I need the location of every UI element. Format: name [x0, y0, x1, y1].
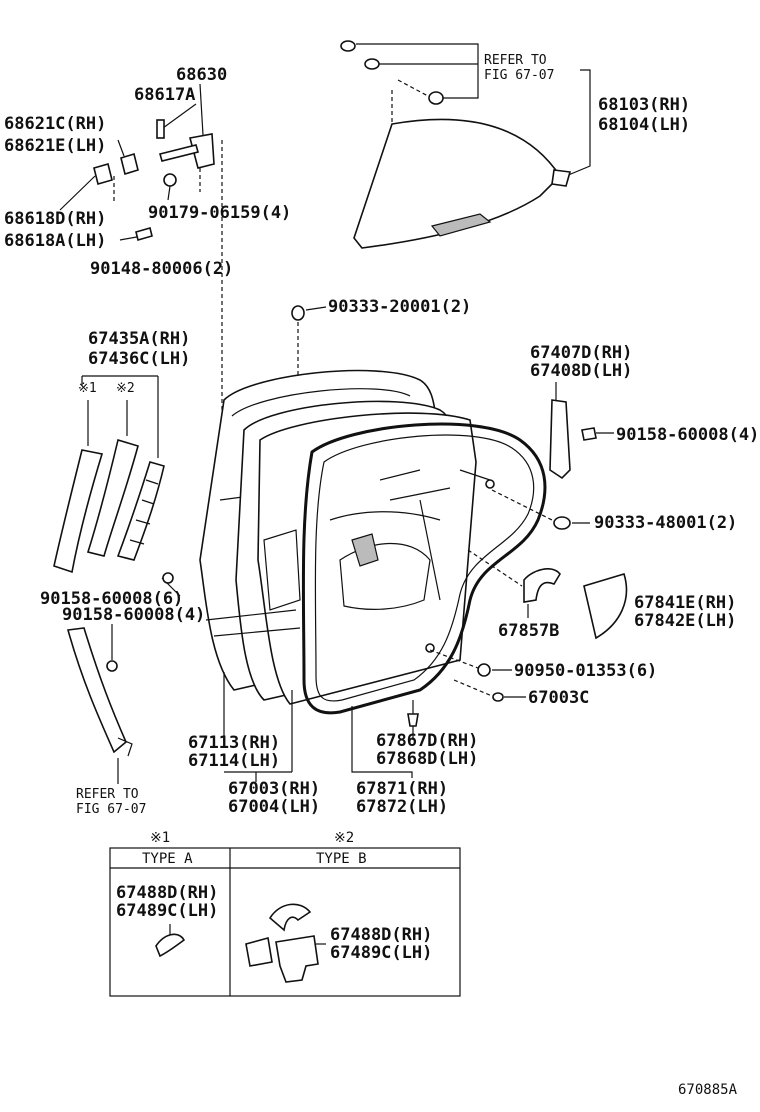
- table-b-rh: 67488D(RH): [330, 925, 432, 945]
- door-assembly-group: [199, 369, 547, 715]
- label-67841E: 67841E(RH): [634, 593, 736, 613]
- label-67003: 67003(RH): [228, 779, 320, 799]
- label-fig-67-07-top: FIG 67-07: [484, 68, 554, 83]
- table-a-lh: 67489C(LH): [116, 901, 218, 921]
- door-check-hinge: [189, 133, 215, 169]
- label-68618D: 68618D(RH): [4, 209, 106, 229]
- label-67867D: 67867D(RH): [376, 731, 478, 751]
- label-mark1: ※1: [78, 381, 97, 396]
- type-b-clip-left: [245, 936, 273, 967]
- label-67868D: 67868D(LH): [376, 749, 478, 769]
- label-67408D: 67408D(LH): [530, 361, 632, 381]
- glass-clip: [551, 169, 572, 187]
- weatherstrip-type-table: ※1 ※2 TYPE A TYPE B 67488D(RH) 67489C(LH…: [109, 830, 461, 997]
- label-67114: 67114(LH): [188, 751, 280, 771]
- label-68618A: 68618A(LH): [4, 231, 106, 251]
- label-90179: 90179-06159(4): [148, 203, 291, 223]
- hole-plug-lower: [553, 516, 571, 530]
- clip-90950: [477, 663, 491, 677]
- door-hinge-group: 68630 68617A 68621C(RH) 68621E(LH) 68618…: [4, 65, 291, 279]
- division-bar-cover: [116, 461, 165, 561]
- type-a-clip-icon: [155, 933, 186, 958]
- frame-weatherstrip-group: 67435A(RH) 67436C(LH) ※1 ※2 90158-60008(…: [40, 329, 205, 817]
- label-68103: 68103(RH): [598, 95, 690, 115]
- label-68104: 68104(LH): [598, 115, 690, 135]
- table-mark1: ※1: [150, 830, 170, 846]
- label-90158-right: 90158-60008(4): [616, 425, 759, 445]
- label-mark2: ※2: [116, 381, 135, 396]
- table-border: [109, 847, 461, 997]
- rear-door-glass: [353, 118, 562, 249]
- hole-plug-upper-group: 90333-20001(2): [291, 297, 471, 420]
- hole-plug-upper: [291, 305, 305, 321]
- check-arm: [159, 144, 199, 162]
- inner-bracket: [351, 533, 379, 567]
- panel-bolt: [425, 643, 435, 653]
- label-90148: 90148-80006(2): [90, 259, 233, 279]
- label-67407D: 67407D(RH): [530, 343, 632, 363]
- label-67857B: 67857B: [498, 621, 559, 641]
- weatherstrip-type-b: [86, 438, 139, 557]
- label-67872: 67872(LH): [356, 797, 448, 817]
- hinge-bracket-upper: [120, 152, 139, 176]
- screw-weatherstrip: [162, 572, 174, 584]
- right-side-parts-group: 67407D(RH) 67408D(LH) 90158-60008(4) 903…: [407, 343, 759, 740]
- glass-bolt-1: [340, 40, 356, 52]
- label-68617A: 68617A: [134, 85, 195, 105]
- hinge-screw: [135, 227, 153, 241]
- label-90333-20001: 90333-20001(2): [328, 297, 471, 317]
- diagram-id: 670885A: [678, 1082, 738, 1098]
- label-refer-to-top: REFER TO: [484, 53, 547, 68]
- weatherstrip-type-a: [53, 449, 104, 574]
- table-header-type-a: TYPE A: [142, 851, 193, 867]
- label-67003C: 67003C: [528, 688, 589, 708]
- frame-screw: [106, 660, 118, 672]
- label-67871: 67871(RH): [356, 779, 448, 799]
- type-b-clip-top: [268, 903, 312, 932]
- label-90158-4: 90158-60008(4): [62, 605, 205, 625]
- table-header-type-b: TYPE B: [316, 851, 367, 867]
- label-67113: 67113(RH): [188, 733, 280, 753]
- door-weatherstrip: [301, 422, 547, 715]
- hinge-bracket-lower: [93, 163, 113, 185]
- label-refer-to-bottom: REFER TO: [76, 787, 139, 802]
- glass-bolt-3: [428, 91, 444, 105]
- label-67436C: 67436C(LH): [88, 349, 190, 369]
- table-mark2: ※2: [334, 830, 354, 846]
- label-68621E: 68621E(LH): [4, 136, 106, 156]
- door-glass-group: REFER TO FIG 67-07 68103(RH) 68104(LH): [340, 40, 690, 249]
- label-fig-67-07-bottom: FIG 67-07: [76, 802, 146, 817]
- label-67842E: 67842E(LH): [634, 611, 736, 631]
- hinge-pin: [156, 119, 165, 139]
- rear-quarter-cover: [583, 573, 628, 640]
- label-90333-48001: 90333-48001(2): [594, 513, 737, 533]
- label-67004: 67004(LH): [228, 797, 320, 817]
- door-stopper: [407, 713, 419, 727]
- moulding-clip: [581, 427, 597, 441]
- bottom-labels-group: 67113(RH) 67114(LH) 67003(RH) 67004(LH) …: [188, 672, 478, 817]
- door-check-cover: [523, 568, 561, 603]
- glass-channel: [430, 213, 492, 237]
- table-b-lh: 67489C(LH): [330, 943, 432, 963]
- label-90950: 90950-01353(6): [514, 661, 657, 681]
- label-67435A: 67435A(RH): [88, 329, 190, 349]
- glass-bolt-2: [364, 58, 380, 70]
- clip-67003C: [492, 692, 504, 702]
- panel-hole: [485, 479, 495, 489]
- label-68630: 68630: [176, 65, 227, 85]
- hinge-bolt: [163, 173, 177, 187]
- table-a-rh: 67488D(RH): [116, 883, 218, 903]
- label-68621C: 68621C(RH): [4, 114, 106, 134]
- rear-lower-frame: [66, 627, 127, 754]
- type-b-clip-body: [275, 935, 319, 983]
- door-frame-moulding: [549, 399, 571, 480]
- label-90158-6: 90158-60008(6): [40, 589, 183, 609]
